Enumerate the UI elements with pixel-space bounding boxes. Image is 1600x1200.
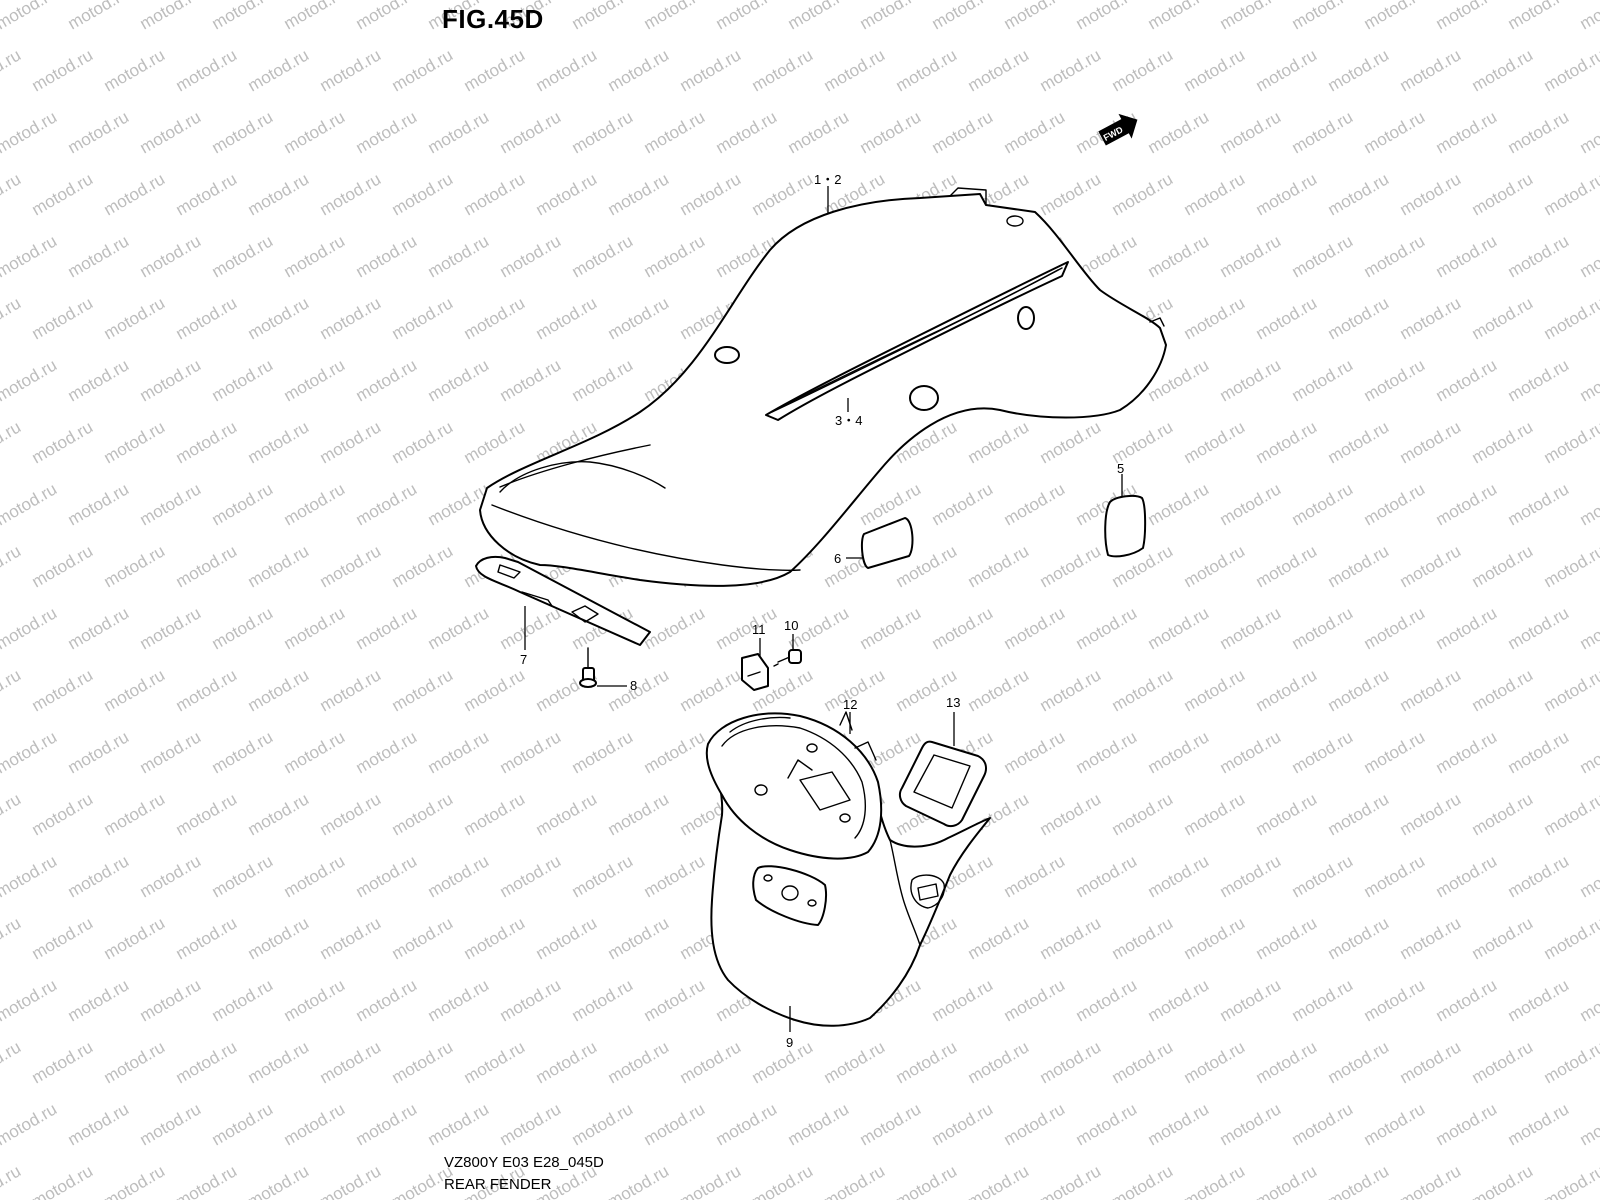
part-10-screw: [773, 649, 802, 667]
callout-7: 7: [520, 652, 527, 667]
fender-hole-center: [909, 385, 939, 411]
part-5-reflector: [1104, 494, 1147, 558]
callout-13: 13: [946, 695, 960, 710]
fender-hole-right: [1017, 306, 1035, 330]
part-8-bolt: [579, 647, 597, 688]
part-11-clip: [741, 653, 769, 691]
fwd-arrow-icon: FWD: [1098, 113, 1138, 146]
callout-10: 10: [784, 618, 798, 633]
part-9-rear-fender-lower: [705, 711, 991, 1027]
figure-title: FIG.45D: [442, 4, 544, 34]
section-name-caption: REAR FENDER: [444, 1176, 552, 1193]
part-6-pad: [860, 517, 914, 569]
fender-trim-strip: [765, 261, 1069, 421]
fender-hole-left: [714, 346, 740, 364]
callout-12: 12: [843, 697, 857, 712]
callout-3-4: 3・4: [835, 413, 862, 428]
callout-11: 11: [752, 622, 766, 637]
mount-hole-top: [1006, 215, 1024, 227]
part-13-gasket: [898, 740, 987, 828]
callout-5: 5: [1117, 461, 1124, 476]
callout-8: 8: [630, 678, 637, 693]
callout-9: 9: [786, 1035, 793, 1050]
leader-lines: [524, 186, 1123, 1032]
callout-labels: 1・2 3・4 5 6 7 8 9 10 11 12 13: [520, 172, 1124, 1050]
part-7-bracket: [475, 555, 651, 646]
callout-1-2: 1・2: [814, 172, 841, 187]
model-code-caption: VZ800Y E03 E28_045D: [444, 1154, 604, 1171]
callout-6: 6: [834, 551, 841, 566]
